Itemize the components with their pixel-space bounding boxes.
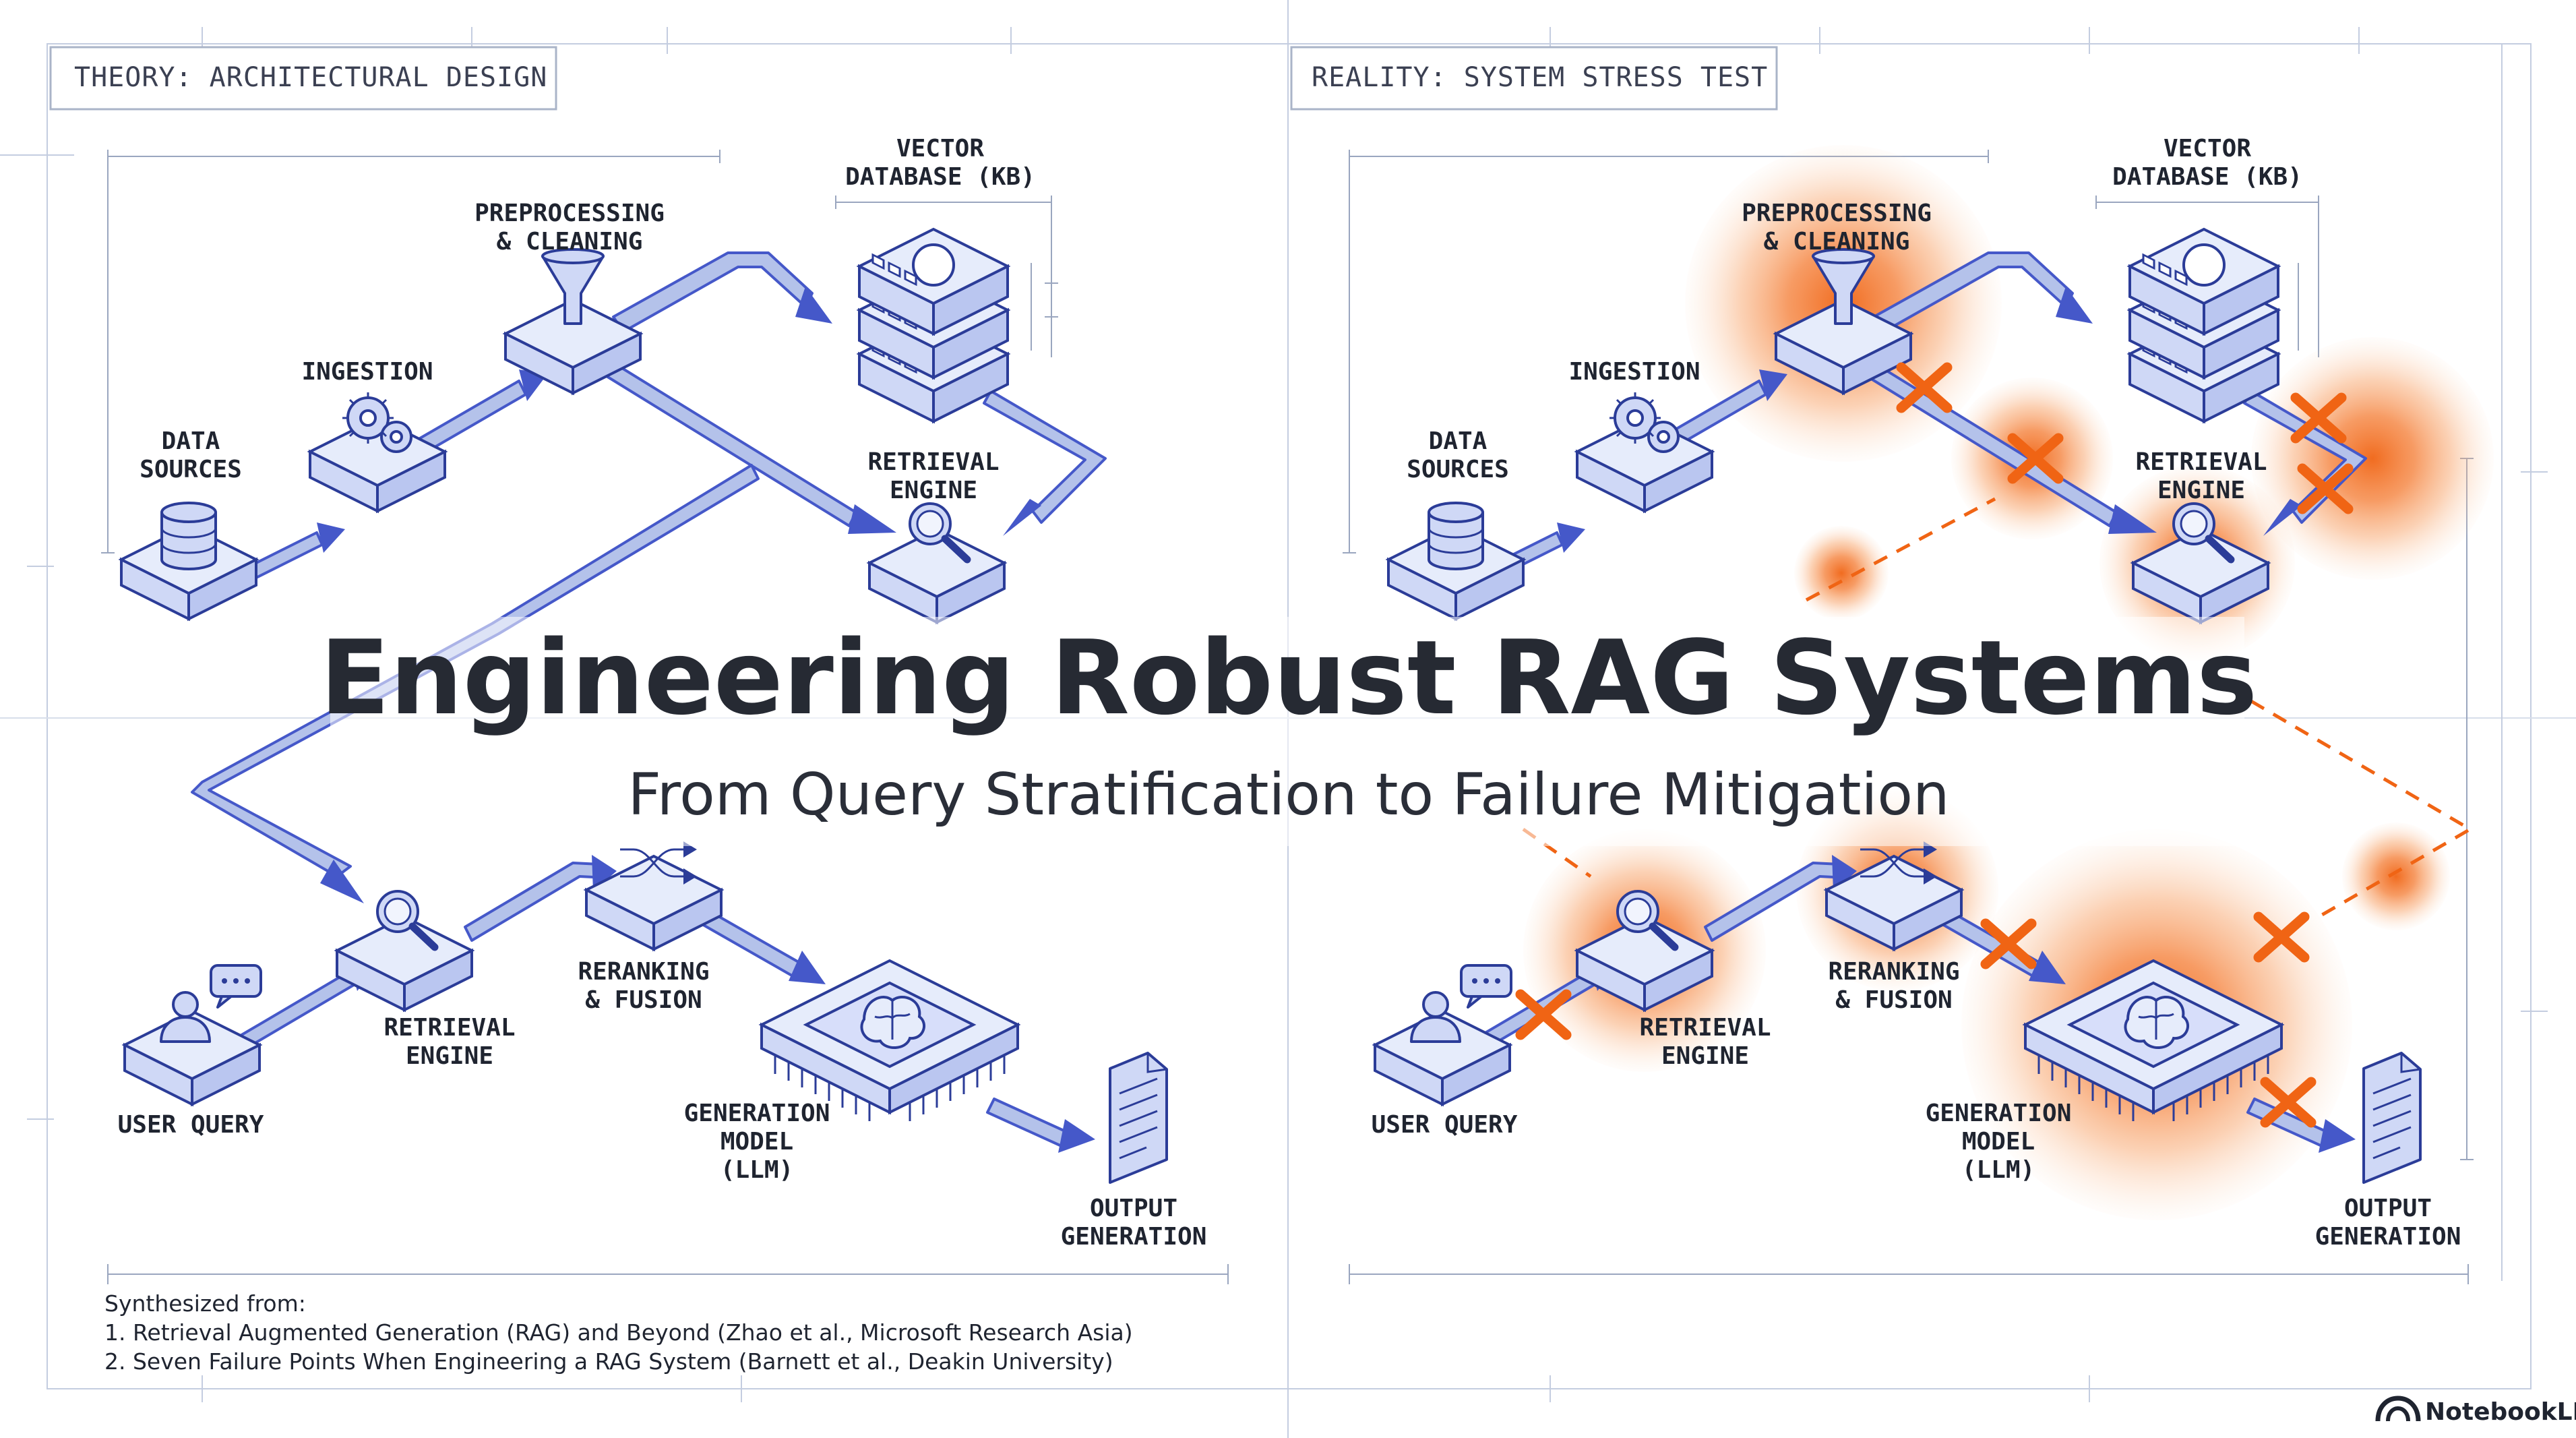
reality-node-user-query	[1374, 964, 1512, 1106]
label-user-query: USER QUERY	[118, 1111, 264, 1139]
label-reranking-reality: RERANKING& FUSION	[1828, 958, 1959, 1014]
brand-name: NotebookLM	[2425, 1398, 2576, 1426]
reference-2: 2. Seven Failure Points When Engineering…	[104, 1348, 1113, 1375]
reality-node-ingestion	[1576, 391, 1713, 512]
reality-diagram	[1343, 145, 2494, 1220]
notebooklm-logo-icon	[2375, 1396, 2421, 1422]
main-title: Engineering Robust RAG Systems	[320, 618, 2258, 738]
theory-node-data-sources	[120, 502, 257, 620]
theory-node-output	[1109, 1052, 1168, 1184]
label-preprocessing-reality: PREPROCESSING& CLEANING	[1742, 200, 1932, 256]
references-heading: Synthesized from:	[104, 1290, 306, 1317]
brand: NotebookLM	[2375, 1396, 2576, 1426]
reality-panel-tab: REALITY: SYSTEM STRESS TEST	[1290, 46, 1778, 111]
reality-panel-title: REALITY: SYSTEM STRESS TEST	[1312, 62, 1768, 93]
reality-node-vector-db	[2130, 229, 2278, 421]
theory-diagram	[101, 150, 1168, 1184]
reality-node-output	[2362, 1052, 2422, 1184]
theory-panel-tab: THEORY: ARCHITECTURAL DESIGN	[49, 46, 557, 111]
theory-panel-title: THEORY: ARCHITECTURAL DESIGN	[74, 62, 547, 93]
theory-node-ingestion	[309, 391, 446, 512]
reference-1: 1. Retrieval Augmented Generation (RAG) …	[104, 1319, 1133, 1346]
label-ingestion: INGESTION	[301, 358, 433, 386]
label-ingestion-reality: INGESTION	[1568, 358, 1700, 386]
main-subtitle: From Query Stratification to Failure Mit…	[628, 761, 1950, 829]
theory-node-reranking	[585, 840, 723, 951]
theory-node-vector-db	[859, 229, 1008, 421]
references: Synthesized from: 1. Retrieval Augmented…	[104, 1290, 1133, 1375]
label-user-query-reality: USER QUERY	[1372, 1111, 1518, 1139]
reality-node-data-sources	[1387, 502, 1525, 620]
label-preprocessing: PREPROCESSING& CLEANING	[474, 200, 665, 256]
theory-node-retrieval-bottom	[336, 891, 473, 1011]
theory-pipes	[191, 251, 1107, 1153]
label-reranking: RERANKING& FUSION	[578, 958, 709, 1014]
theory-node-retrieval	[868, 504, 1006, 624]
theory-node-generation	[760, 959, 1019, 1122]
title-band: Engineering Robust RAG Systems From Quer…	[320, 617, 2258, 846]
theory-node-user-query	[123, 964, 262, 1106]
